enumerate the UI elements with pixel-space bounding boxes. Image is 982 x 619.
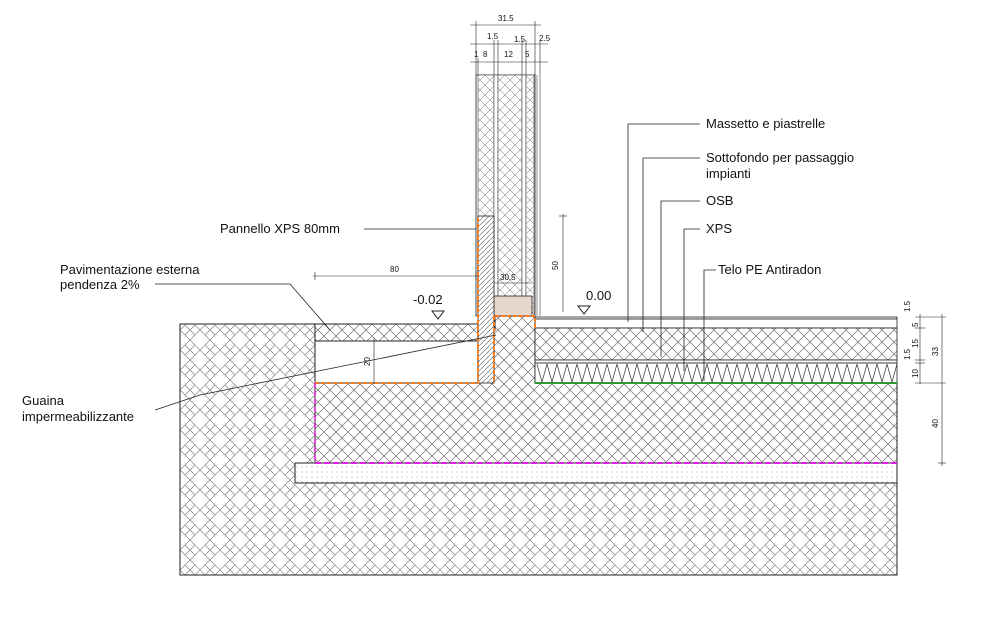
dim-wall-8: 8	[483, 50, 488, 59]
exterior-pavement	[314, 323, 479, 342]
label-massetto: Massetto e piastrelle	[706, 116, 825, 131]
insulation-boundary-lines	[314, 383, 897, 464]
label-sottofondo-2: impianti	[706, 166, 751, 181]
dim-base-width: 30.5	[500, 273, 516, 282]
dim-r-10: 10	[911, 369, 920, 378]
dim-wall-5: 5	[525, 50, 530, 59]
waterproof-membrane	[315, 216, 536, 384]
level-exterior-text: -0.02	[413, 292, 443, 307]
dim-height-50: 50	[551, 261, 560, 270]
label-guaina-2: impermeabilizzante	[22, 409, 134, 424]
label-pannello: Pannello XPS 80mm	[220, 221, 340, 236]
label-guaina-1: Guaina	[22, 393, 65, 408]
dim-wall-1: 1	[474, 50, 479, 59]
label-pavimentazione-1: Pavimentazione esterna	[60, 262, 200, 277]
level-interior-text: 0.00	[586, 288, 611, 303]
dimension-80	[313, 272, 478, 280]
dim-wall-total: 31.5	[498, 14, 514, 23]
wall-dimension-texts: 31.5 1.5 1.5 2.5 1 8 12 5	[474, 14, 551, 59]
dimension-50	[559, 214, 567, 312]
leader-lines	[154, 123, 716, 411]
label-xps: XPS	[706, 221, 732, 236]
dim-r-33: 33	[931, 347, 940, 356]
xps-perimeter-panel	[477, 215, 495, 384]
label-telo: Telo PE Antiradon	[718, 262, 821, 277]
dim-r-40: 40	[931, 419, 940, 428]
level-marker-exterior: -0.02	[413, 292, 445, 320]
level-marker-interior: 0.00	[577, 288, 611, 315]
dim-r-15a: 1.5	[903, 300, 912, 312]
dim-wall-a: 1.5	[487, 32, 499, 41]
dim-wall-b: 1.5	[514, 35, 526, 44]
label-sottofondo-1: Sottofondo per passaggio	[706, 150, 854, 165]
dim-r-5: 5	[911, 322, 920, 327]
right-dimensions	[915, 314, 946, 466]
lean-concrete-bed	[294, 462, 898, 484]
dim-r-15b: 1.5	[903, 348, 912, 360]
label-pavimentazione-2: pendenza 2%	[60, 277, 140, 292]
dim-ext-width: 80	[390, 265, 399, 274]
right-dimension-texts: 1.5 5 15 1.5 10 33 40	[903, 300, 940, 428]
dim-ext-depth: 20	[363, 357, 372, 366]
dim-wall-12: 12	[504, 50, 513, 59]
dim-wall-c: 2.5	[539, 34, 551, 43]
dim-r-15: 15	[911, 339, 920, 348]
floor-layers	[534, 316, 898, 384]
annotation-labels: Massetto e piastrelle Sottofondo per pas…	[22, 116, 854, 424]
wall-dimensions	[470, 21, 548, 75]
label-osb: OSB	[706, 193, 733, 208]
